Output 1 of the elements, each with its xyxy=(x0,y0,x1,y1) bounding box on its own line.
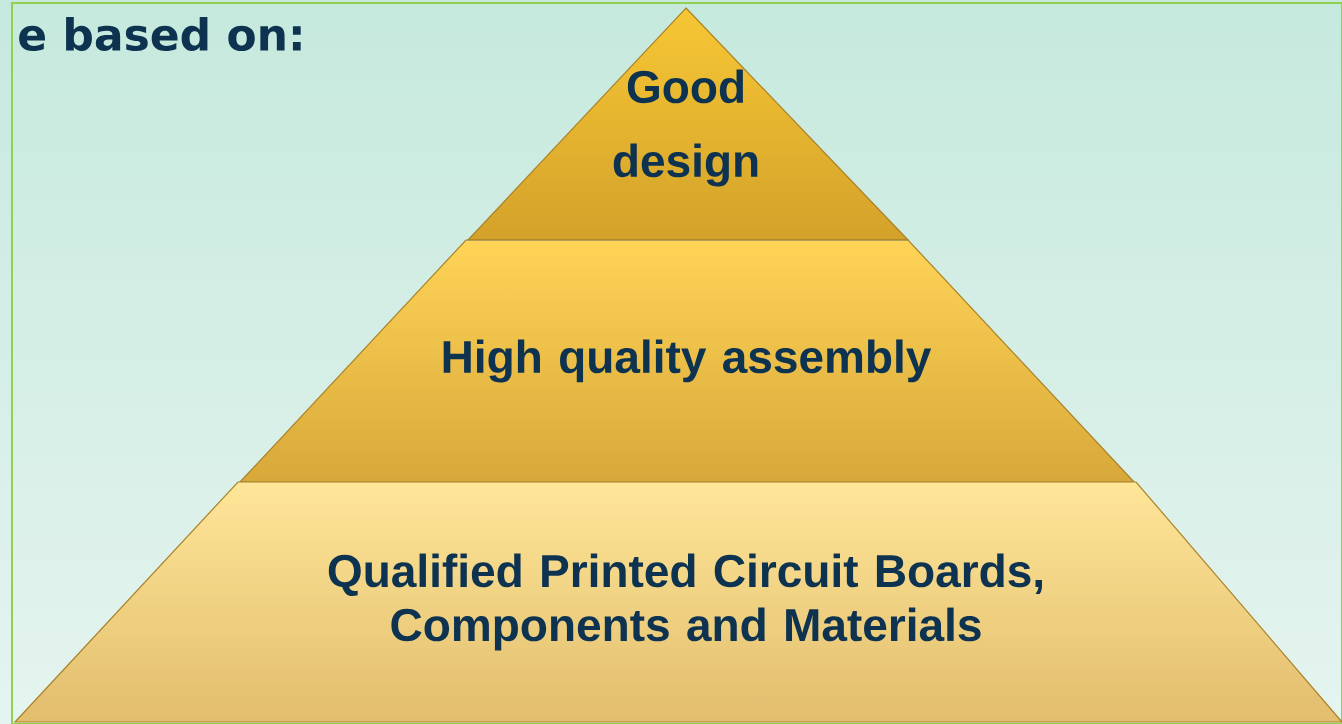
heading: e based on: xyxy=(19,16,301,52)
